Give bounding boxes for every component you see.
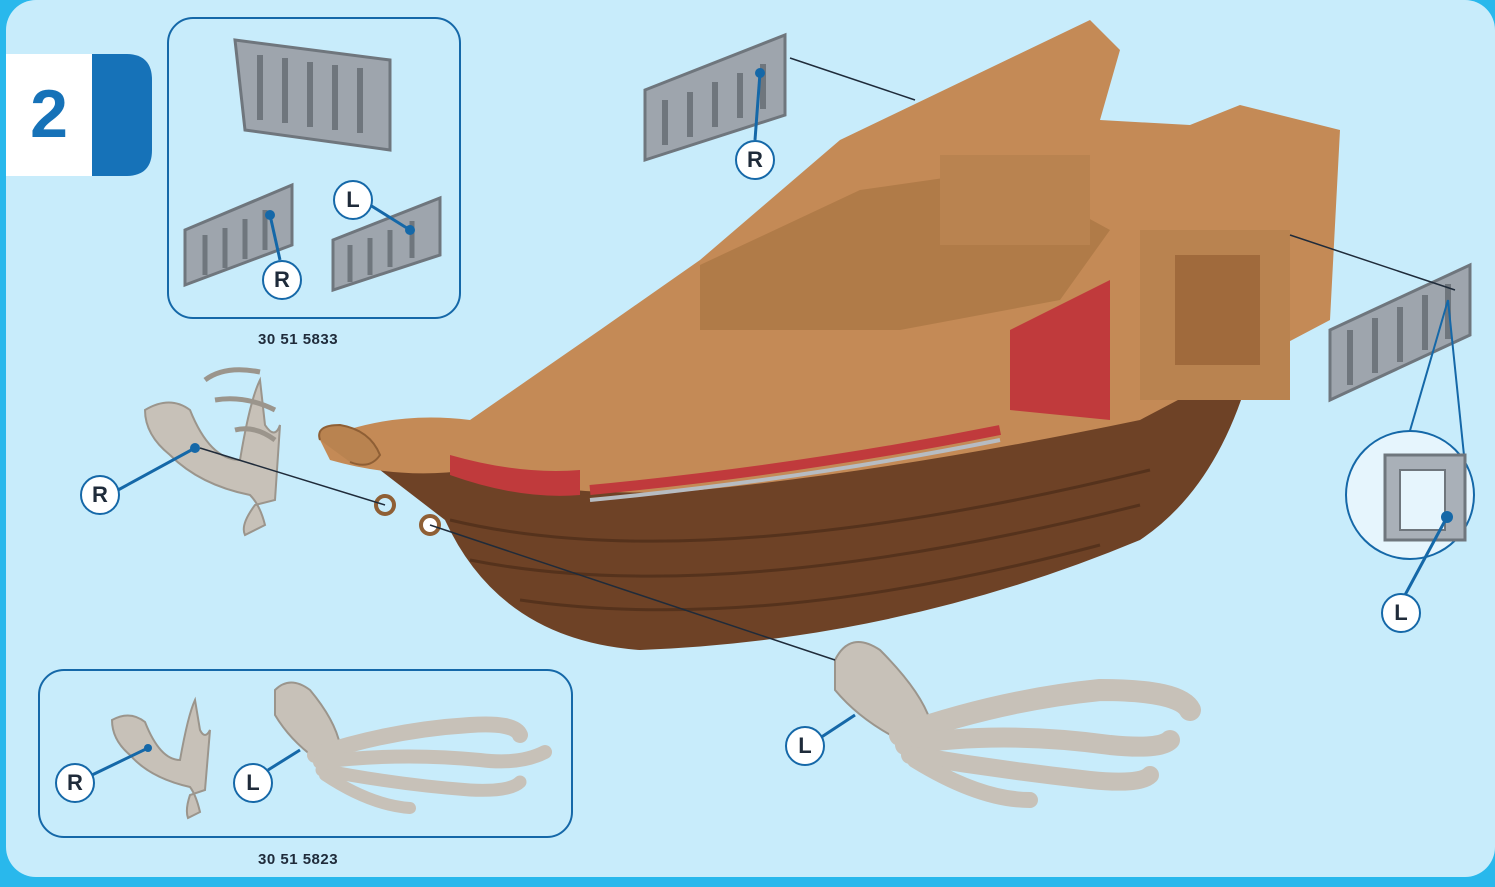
label-l-bubble: L <box>233 763 273 803</box>
part-code-kraken: 30 51 5823 <box>258 851 338 868</box>
callout-tentacles: L <box>785 726 825 766</box>
label-r-bubble: R <box>55 763 95 803</box>
callout-rail-top: R <box>735 140 775 180</box>
callout-rail-right: L <box>1381 593 1421 633</box>
callout-kraken-head: R <box>80 475 120 515</box>
